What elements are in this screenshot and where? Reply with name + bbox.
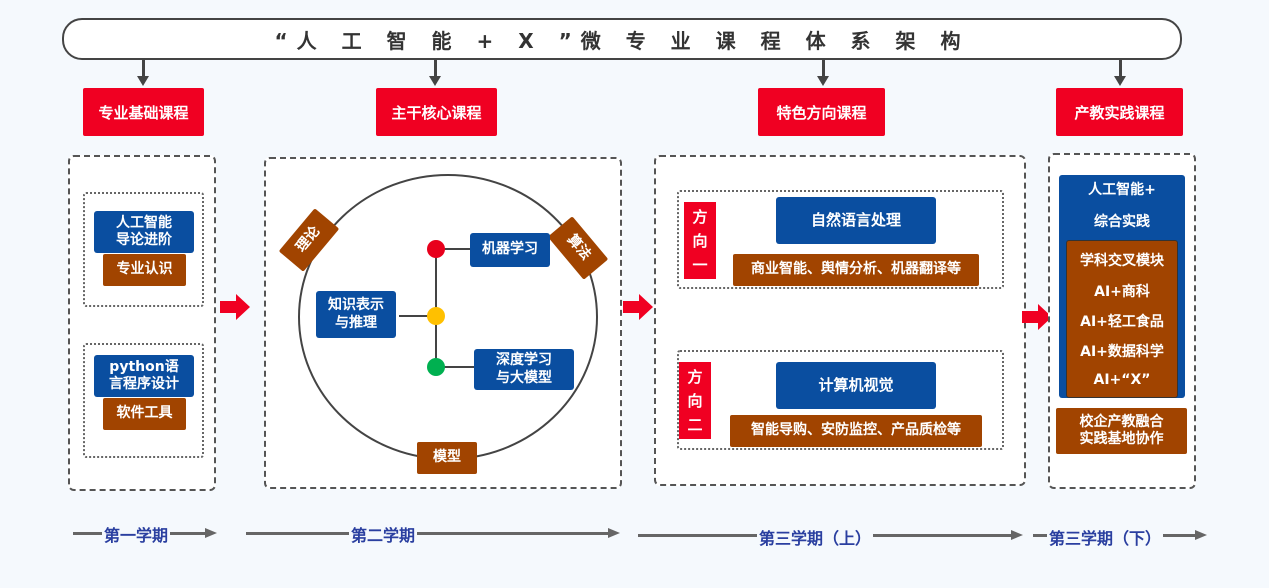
connector-line — [1119, 60, 1122, 78]
connector-line — [142, 60, 145, 78]
foundation-module-frame — [83, 343, 204, 458]
timeline-arrowhead-icon — [1011, 530, 1023, 540]
tag-professional-awareness: 专业认识 — [103, 254, 186, 286]
apps-nlp: 商业智能、舆情分析、机器翻译等 — [733, 254, 979, 286]
arrow-right-icon — [1022, 304, 1052, 330]
practice-header-line2: 综合实践 — [1094, 214, 1150, 230]
timeline-semester-3a: 第三学期（上） — [757, 525, 874, 549]
module-item: AI+商科 — [1094, 283, 1150, 300]
tag-software-tools: 软件工具 — [103, 398, 186, 430]
arrow-down-icon — [1114, 76, 1126, 86]
timeline-arrowhead-icon — [608, 528, 620, 538]
foundation-module-frame — [83, 192, 204, 307]
direction-frame — [677, 190, 1004, 289]
arrow-down-icon — [429, 76, 441, 86]
node-dot-machine-learning — [427, 240, 445, 258]
category-direction: 特色方向课程 — [758, 88, 885, 136]
timeline-semester-2: 第二学期 — [349, 522, 418, 546]
module-item: AI+“X” — [1093, 371, 1151, 388]
course-python: python语 言程序设计 — [94, 355, 194, 397]
ring-label-model: 模型 — [417, 442, 477, 474]
connector-line — [822, 60, 825, 78]
module-item: 学科交叉模块 — [1080, 253, 1164, 270]
course-nlp: 自然语言处理 — [776, 197, 936, 244]
arrow-down-icon — [137, 76, 149, 86]
category-core: 主干核心课程 — [376, 88, 497, 136]
course-ai-intro: 人工智能 导论进阶 — [94, 211, 194, 253]
direction-one-badge: 方 向 一 — [684, 202, 716, 279]
module-item: AI+轻工食品 — [1080, 313, 1164, 330]
timeline-semester-1: 第一学期 — [102, 522, 171, 546]
arrow-right-icon — [220, 294, 250, 320]
interdisciplinary-modules: 学科交叉模块 AI+商科 AI+轻工食品 AI+数据科学 AI+“X” — [1066, 240, 1178, 398]
course-knowledge-reasoning: 知识表示 与推理 — [316, 291, 396, 338]
course-machine-learning: 机器学习 — [470, 233, 550, 267]
node-dot-hub — [427, 307, 445, 325]
practice-header-line1: 人工智能+ — [1088, 182, 1156, 198]
architecture-title: “人 工 智 能 + X ”微 专 业 课 程 体 系 架 构 — [62, 18, 1182, 60]
direction-frame — [677, 350, 1004, 450]
module-item: AI+数据科学 — [1080, 344, 1164, 361]
apps-cv: 智能导购、安防监控、产品质检等 — [730, 415, 982, 447]
node-dot-deep-learning — [427, 358, 445, 376]
category-foundation: 专业基础课程 — [83, 88, 204, 136]
timeline-arrowhead-icon — [1195, 530, 1207, 540]
timeline-arrowhead-icon — [205, 528, 217, 538]
direction-two-badge: 方 向 二 — [679, 362, 711, 439]
arrow-right-icon — [623, 294, 653, 320]
arrow-down-icon — [817, 76, 829, 86]
category-practice: 产教实践课程 — [1056, 88, 1183, 136]
course-computer-vision: 计算机视觉 — [776, 362, 936, 409]
industry-base: 校企产教融合 实践基地协作 — [1056, 408, 1187, 454]
course-deep-learning: 深度学习 与大模型 — [474, 349, 574, 390]
timeline-semester-3b: 第三学期（下） — [1047, 525, 1164, 549]
timeline-line — [246, 532, 612, 535]
connector-line — [434, 60, 437, 78]
